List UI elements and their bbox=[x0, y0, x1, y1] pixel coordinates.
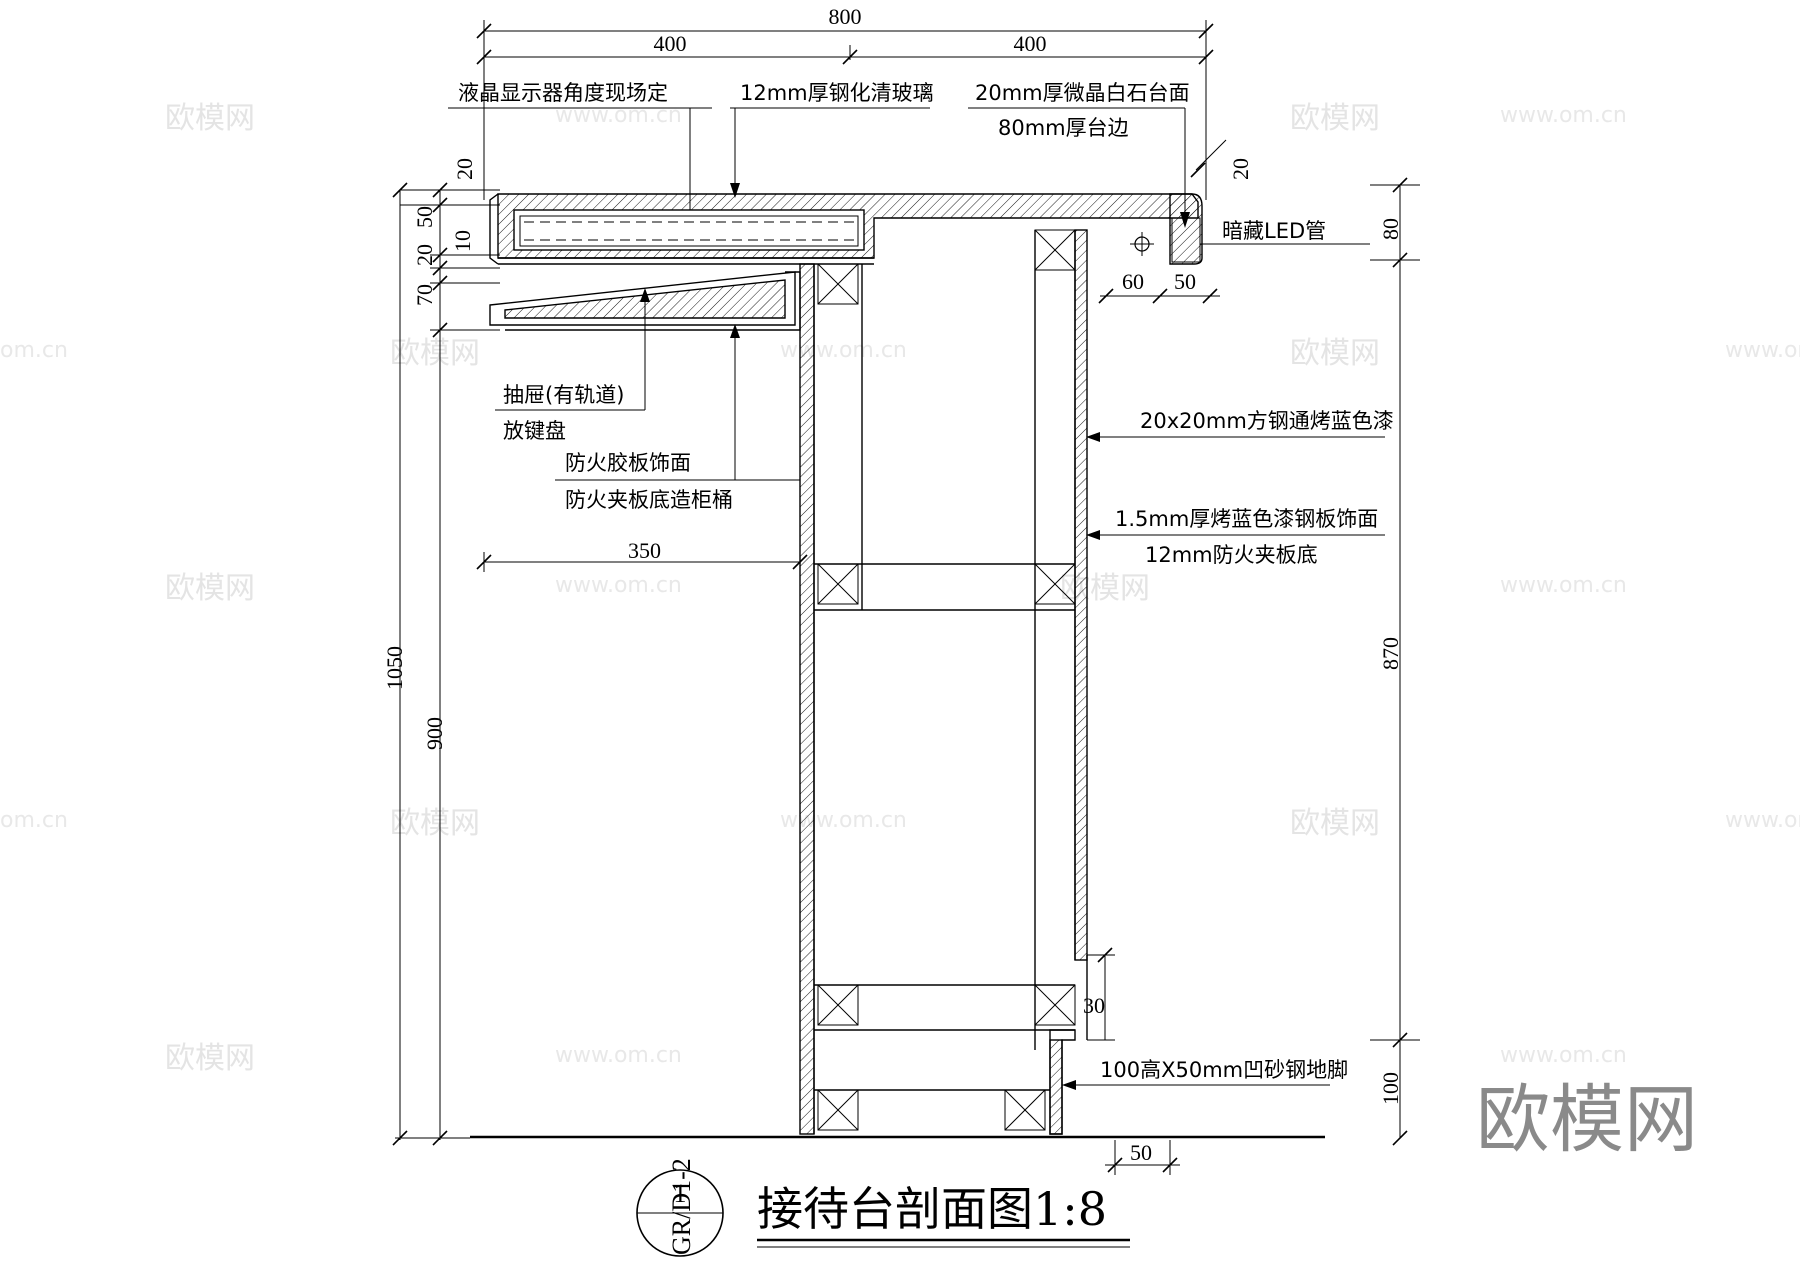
cabinet-body bbox=[470, 229, 1325, 1139]
note-stone-2: 80mm厚台边 bbox=[998, 116, 1129, 140]
watermark-brand: 欧模网 bbox=[165, 1041, 255, 1076]
title-block: 1 GR/D1-2 接待台剖面图1:8 bbox=[636, 1158, 1130, 1257]
watermark-brand: 欧模网 bbox=[1290, 806, 1380, 841]
dim-100: 100 bbox=[1378, 1072, 1403, 1105]
note-drawer-1: 抽屉(有轨道) bbox=[503, 383, 624, 407]
watermark-url: www.om.cn bbox=[1500, 573, 1627, 598]
dim-50-led: 50 bbox=[1174, 269, 1196, 294]
watermark-brand: 欧模网 bbox=[165, 571, 255, 606]
right-top-dimensions: 20 80 60 50 bbox=[1098, 139, 1420, 1138]
note-lcd: 液晶显示器角度现场定 bbox=[458, 81, 668, 105]
note-steel-plate-1: 1.5mm厚烤蓝色漆钢板饰面 bbox=[1115, 507, 1378, 531]
top-notes: 液晶显示器角度现场定 12mm厚钢化清玻璃 20mm厚微晶白石台面 80mm厚台… bbox=[448, 81, 1190, 238]
left-height-dimensions: 1050 900 bbox=[382, 182, 470, 1146]
dim-half-left: 400 bbox=[654, 31, 687, 56]
watermark-brand: 欧模网 bbox=[165, 101, 255, 136]
watermark-url: om.cn bbox=[0, 808, 68, 833]
dim-350: 350 bbox=[628, 538, 661, 563]
note-fire-2: 防火夹板底造柜桶 bbox=[565, 488, 733, 512]
dim-50: 50 bbox=[412, 206, 437, 228]
dim-total-height: 1050 bbox=[382, 646, 407, 690]
note-fire-1: 防火胶板饰面 bbox=[565, 451, 691, 475]
lower-dimensions: 350 870 30 100 50 bbox=[476, 538, 1420, 1175]
watermark-brand: 欧模网 bbox=[390, 336, 480, 371]
dim-60: 60 bbox=[1122, 269, 1144, 294]
note-stone-1: 20mm厚微晶白石台面 bbox=[975, 81, 1190, 105]
dim-870: 870 bbox=[1378, 637, 1403, 670]
dim-half-right: 400 bbox=[1014, 31, 1047, 56]
watermark-brand: 欧模网 bbox=[1290, 336, 1380, 371]
note-steel-tube: 20x20mm方钢通烤蓝色漆 bbox=[1140, 409, 1394, 433]
dim-10: 10 bbox=[450, 230, 475, 252]
watermark-brand: 欧模网 bbox=[1290, 101, 1380, 136]
note-glass: 12mm厚钢化清玻璃 bbox=[740, 81, 934, 105]
note-steel-plate-2: 12mm防火夹板底 bbox=[1145, 543, 1318, 567]
watermark-brand: 欧模网 bbox=[390, 806, 480, 841]
note-base: 100高X50mm凹砂钢地脚 bbox=[1100, 1058, 1348, 1082]
dim-80: 80 bbox=[1378, 218, 1403, 240]
dim-70: 70 bbox=[412, 284, 437, 306]
title-ref-number: 1 bbox=[674, 1179, 687, 1208]
note-drawer-2: 放键盘 bbox=[503, 419, 566, 443]
watermark-url: www.om.cn bbox=[1725, 338, 1800, 363]
watermark-url: www.om.cn bbox=[555, 573, 682, 598]
title-ref-sheet: GR/D1-2 bbox=[667, 1158, 696, 1255]
top-dimensions: 800 400 400 bbox=[476, 4, 1214, 200]
dim-20-right: 20 bbox=[1228, 158, 1253, 180]
counter-top: 暗藏LED管 bbox=[489, 193, 1370, 265]
watermark-url: www.om.cn bbox=[555, 103, 682, 128]
watermark-url: www.om.cn bbox=[780, 338, 907, 363]
watermark-brand: 欧模网 bbox=[1060, 571, 1150, 606]
drawing-title: 接待台剖面图1:8 bbox=[757, 1182, 1107, 1236]
right-notes: 20x20mm方钢通烤蓝色漆 1.5mm厚烤蓝色漆钢板饰面 12mm防火夹板底 … bbox=[1062, 409, 1394, 1090]
dim-20-top-left: 20 bbox=[452, 158, 477, 180]
dim-30: 30 bbox=[1083, 993, 1105, 1018]
dim-900: 900 bbox=[422, 717, 447, 750]
left-small-dimensions: 20 50 20 10 70 bbox=[400, 158, 500, 338]
watermark-layer: 欧模网 www.om.cn 欧模网 www.om.cn om.cn 欧模网 ww… bbox=[0, 101, 1800, 1076]
drawer: 抽屉(有轨道) 放键盘 防火胶板饰面 防火夹板底造柜桶 bbox=[489, 271, 801, 512]
watermark-url: www.om.cn bbox=[780, 808, 907, 833]
watermark-url: om.cn bbox=[0, 338, 68, 363]
watermark-url: www.om.cn bbox=[1725, 808, 1800, 833]
watermark-url: www.om.cn bbox=[555, 1043, 682, 1068]
watermark-url: www.om.cn bbox=[1500, 103, 1627, 128]
watermark-url: www.om.cn bbox=[1500, 1043, 1627, 1068]
dim-20-left: 20 bbox=[412, 244, 437, 266]
brand-logo-text: 欧模网 bbox=[1476, 1077, 1698, 1163]
dim-50-bottom: 50 bbox=[1130, 1140, 1152, 1165]
dim-total-width: 800 bbox=[829, 4, 862, 29]
note-led: 暗藏LED管 bbox=[1222, 219, 1326, 243]
